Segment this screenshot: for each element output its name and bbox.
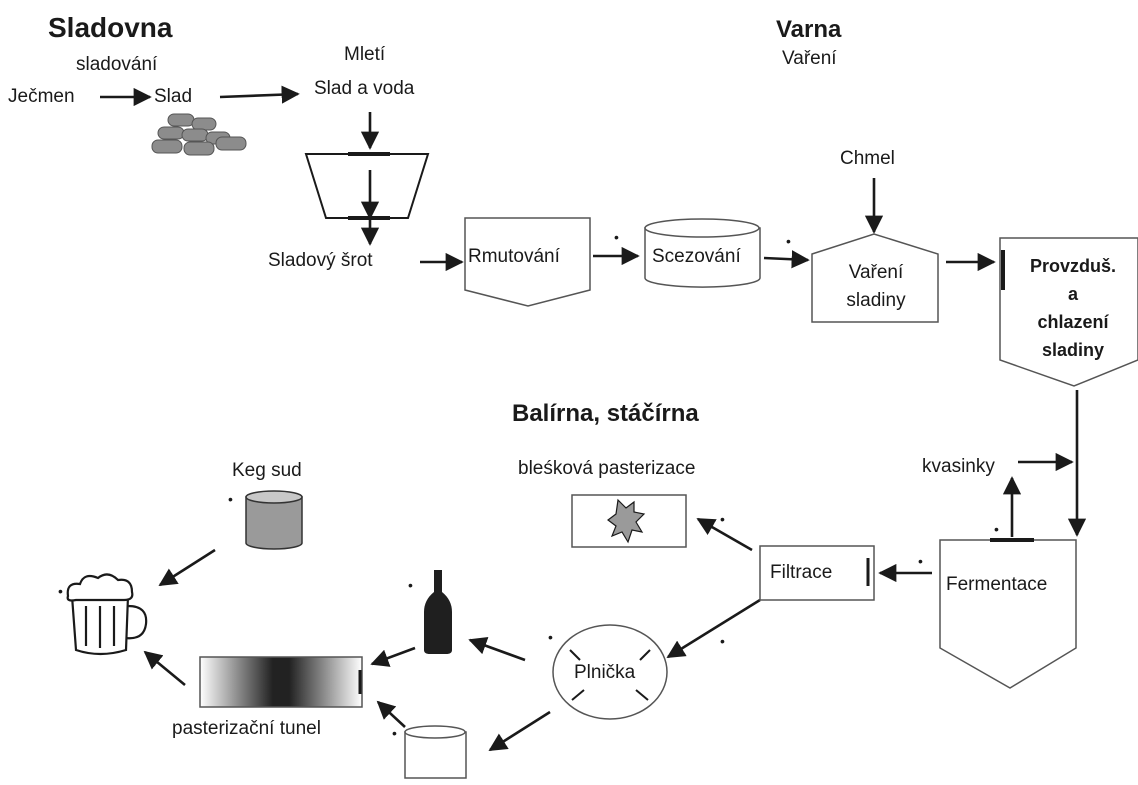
step-rmutovani: Rmutování [468, 246, 560, 267]
plnicka-machine [552, 624, 668, 720]
dot-marker: • [720, 633, 725, 649]
label-mleti: Mletí [344, 44, 386, 65]
fermentace-vessel [939, 538, 1077, 689]
filtrace-box [759, 545, 875, 601]
step-vareni-line1: Vaření [848, 262, 904, 283]
step-vareni-line2: sladiny [846, 290, 906, 311]
arrow-tunnel-beer [143, 650, 186, 687]
flash-burst-icon [607, 498, 646, 544]
pasteurization-tunnel [199, 656, 363, 708]
label-pasterizacni-tunel: pasterizační tunel [172, 718, 321, 739]
label-kvasinky: kvasinky [922, 456, 995, 477]
arrow-can-tunnel [376, 700, 406, 728]
label-jecmen: Ječmen [8, 86, 75, 107]
step-provzdus-line2: a [1067, 284, 1078, 304]
label-keg-sud: Keg sud [232, 460, 302, 481]
label-slad: Slad [154, 86, 193, 107]
dot-marker: • [720, 511, 725, 527]
label-sladovani: sladování [76, 54, 158, 75]
step-plnicka: Plnička [574, 662, 636, 683]
mill-icon [304, 152, 430, 220]
dot-marker: • [918, 553, 923, 569]
label-bleskova-pasterizace: bleśková pasterizace [518, 458, 696, 479]
dot-marker: • [392, 725, 397, 741]
dot-marker: • [228, 491, 233, 507]
step-scezovani: Scezování [652, 246, 741, 267]
arrow-plnicka-can [488, 710, 551, 752]
arrow-filtrace-plnicka [666, 598, 761, 659]
dot-marker: • [786, 233, 791, 249]
provzdus-vessel [999, 237, 1138, 387]
vareni-vessel [811, 233, 939, 323]
dot-marker: • [614, 229, 619, 245]
label-chmel: Chmel [840, 148, 895, 169]
bottle-icon [424, 570, 452, 654]
flash-pasteurizer [571, 494, 687, 548]
scezovani-vessel [644, 218, 761, 288]
dot-marker: • [408, 577, 413, 593]
dot-marker: • [58, 583, 63, 599]
section-balirna: Balírna, stáčírna [512, 400, 699, 427]
step-provzdus-line4: sladiny [1041, 340, 1105, 360]
arrow-bottle-tunnel [370, 646, 416, 667]
step-filtrace: Filtrace [770, 562, 833, 583]
step-provzdus-line1: Provzduš. [1029, 256, 1117, 276]
label-sladovy-srot: Sladový šrot [268, 250, 373, 271]
section-varna: Varna [776, 16, 842, 43]
dot-marker: • [994, 521, 999, 537]
arrow-plnicka-bottle [468, 637, 526, 662]
step-vareni: Vaření sladiny [822, 262, 930, 312]
step-provzdus: Provzduš. a chlazení sladiny [1010, 252, 1136, 364]
arrow-filtrace-pasterizace [696, 517, 753, 552]
section-sladovna: Sladovna [48, 12, 173, 43]
step-provzdus-line3: chlazení [1037, 312, 1109, 332]
dot-marker: • [548, 629, 553, 645]
arrow-slad-mleti [219, 85, 300, 104]
arrow-scezovani-vareni [763, 250, 810, 269]
arrow-keg-beer [158, 548, 216, 587]
malt-grains-icon [151, 113, 247, 156]
section-varna-sub: Vaření [782, 48, 837, 69]
rmutovani-vessel [464, 217, 591, 307]
keg-icon [245, 490, 303, 550]
step-fermentace: Fermentace [946, 574, 1048, 595]
beer-mug-icon [66, 573, 148, 656]
can-icon [404, 725, 467, 779]
label-slad-a-voda: Slad a voda [314, 78, 415, 99]
